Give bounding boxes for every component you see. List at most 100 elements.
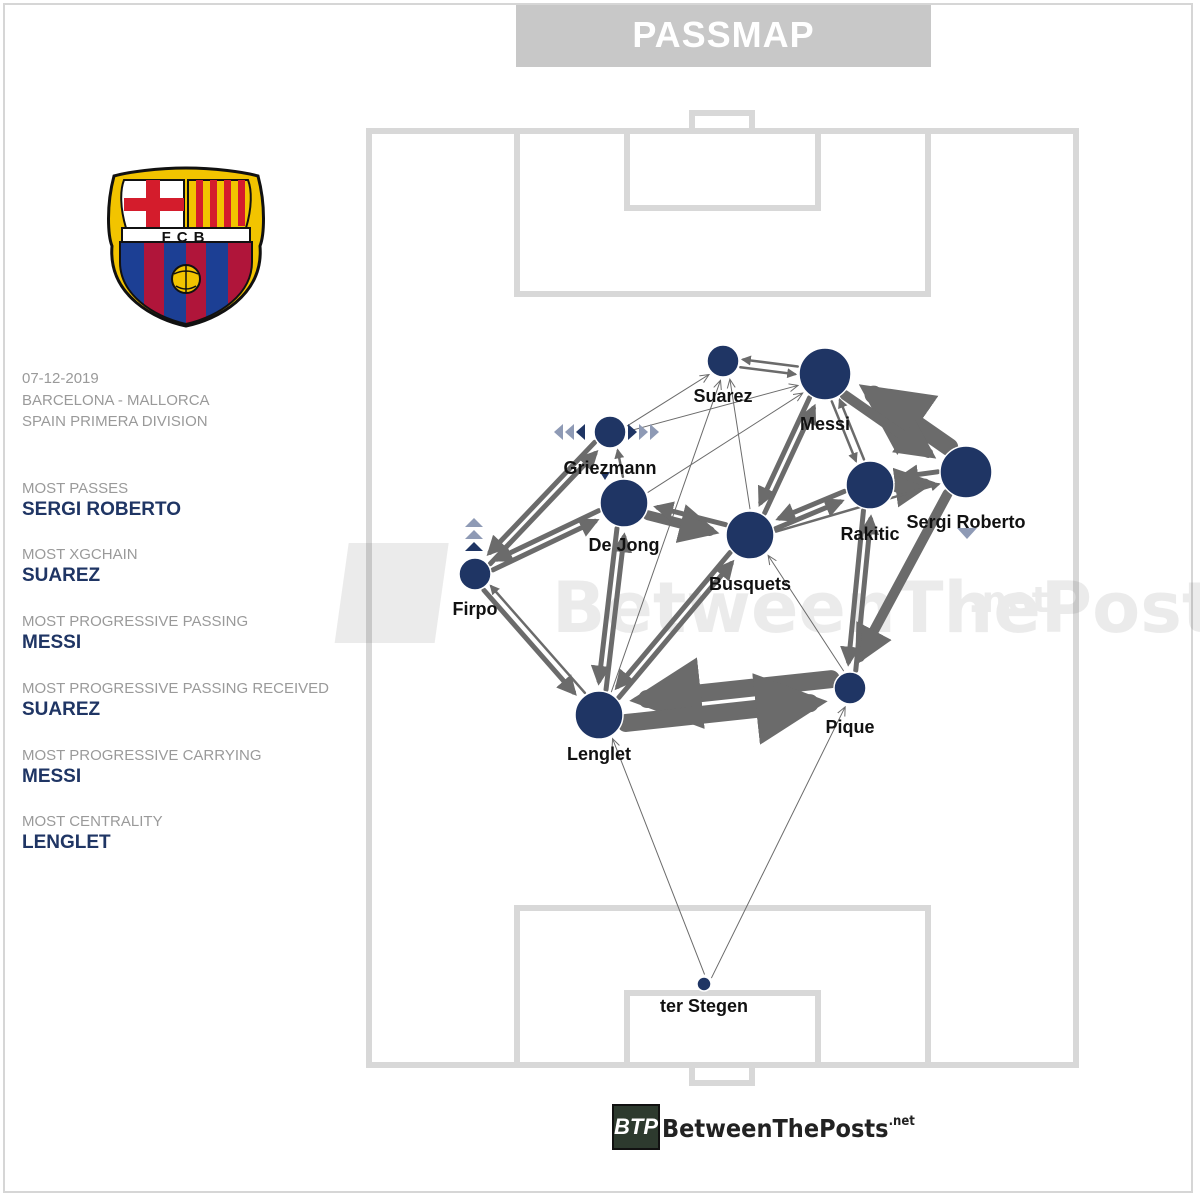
stat-label: MOST PROGRESSIVE CARRYING <box>22 747 262 764</box>
player-label-rakitic: Rakitic <box>840 524 899 544</box>
pass-edge-sergiroberto-to-rakitic <box>898 464 941 485</box>
pass-edge-messi-to-rakitic <box>830 400 858 463</box>
pass-edge-griezmann-to-firpo <box>486 439 598 557</box>
pass-edge-lenglet-to-dejong <box>603 532 633 693</box>
stat-value: MESSI <box>22 766 82 787</box>
pass-edge-griezmann-to-suarez <box>626 375 708 427</box>
player-label-dejong: De Jong <box>588 535 659 555</box>
pass-edge-busquets-to-suarez <box>730 380 751 510</box>
pass-edge-busquets-to-rakitic <box>773 498 845 532</box>
sergiroberto-down-triangle-icon <box>957 528 977 539</box>
pass-edge-busquets-to-sergiroberto <box>774 481 941 533</box>
pass-edge-dejong-to-griezmann <box>614 448 625 478</box>
stat-label: MOST CENTRALITY <box>22 813 163 830</box>
stat-label: MOST PASSES <box>22 480 129 497</box>
pass-edge-firpo-to-lenglet <box>481 587 577 696</box>
player-label-firpo: Firpo <box>453 599 498 619</box>
pass-edge-lenglet-to-pique <box>617 673 828 745</box>
pass-edge-rakitic-to-busquets <box>775 488 847 522</box>
pass-edge-griezmann-to-messi <box>627 386 797 432</box>
player-node-firpo <box>458 557 492 591</box>
pass-edge-lenglet-to-suarez <box>610 381 720 693</box>
match-fixture: BARCELONA - MALLORCA <box>22 391 210 409</box>
stat-label: MOST PROGRESSIVE PASSING <box>22 613 249 630</box>
stat-most-progressive-passing: MOST PROGRESSIVE PASSING MESSI <box>22 613 248 655</box>
stat-most-progressive-carrying: MOST PROGRESSIVE CARRYING MESSI <box>22 747 262 789</box>
stat-most-centrality: MOST CENTRALITY LENGLET <box>22 813 163 855</box>
player-node-pique <box>833 671 867 705</box>
match-date: 07-12-2019 <box>22 370 99 387</box>
player-label-pique: Pique <box>825 717 874 737</box>
player-node-lenglet <box>574 690 624 740</box>
pass-edge-lenglet-to-firpo <box>489 584 587 695</box>
pitch-lines <box>366 110 1079 1086</box>
pass-edge-terstegen-to-pique <box>711 708 845 979</box>
stat-most-xgchain: MOST XGCHAIN SUAREZ <box>22 546 138 588</box>
pass-edge-messi-to-suarez <box>740 355 799 368</box>
player-node-messi <box>798 347 852 401</box>
pass-edge-pique-to-busquets <box>769 556 845 672</box>
pass-edge-rakitic-to-pique <box>840 507 866 667</box>
top-six-yard-box <box>624 128 821 211</box>
right-triangle-icon <box>628 424 637 440</box>
right-triangle-icon <box>639 424 648 440</box>
player-node-sergiroberto <box>939 445 993 499</box>
pass-edge-busquets-to-dejong <box>653 501 729 528</box>
stat-value: SUAREZ <box>22 565 101 586</box>
stat-label: MOST XGCHAIN <box>22 546 138 563</box>
player-label-griezmann: Griezmann <box>563 458 656 478</box>
up-triangle-icon <box>465 542 483 551</box>
stat-value: LENGLET <box>22 832 111 853</box>
pass-edge-sergiroberto-to-pique <box>854 488 953 666</box>
left-triangle-icon <box>554 424 563 440</box>
pass-edge-rakitic-to-sergiroberto <box>891 467 936 508</box>
player-node-suarez <box>706 344 740 378</box>
player-label-lenglet: Lenglet <box>567 744 631 764</box>
footer-brand-suffix: .net <box>888 1114 915 1129</box>
pass-edges <box>481 355 959 979</box>
watermark-suffix: .net <box>968 580 1049 621</box>
player-node-terstegen <box>696 976 712 992</box>
watermark: BetweenThePosts .net <box>334 543 1200 649</box>
pass-edge-messi-to-busquets <box>758 395 813 508</box>
player-node-dejong <box>599 478 649 528</box>
player-label-messi: Messi <box>800 414 850 434</box>
outer-frame <box>3 3 1193 1193</box>
pass-edge-rakitic-to-messi <box>838 397 866 461</box>
player-label-suarez: Suarez <box>693 386 752 406</box>
pass-edge-pique-to-rakitic <box>853 514 880 673</box>
left-triangle-icon <box>576 424 585 440</box>
player-node-busquets <box>725 510 775 560</box>
pass-edge-dejong-to-lenglet <box>590 525 620 686</box>
bottom-goal <box>689 1062 755 1086</box>
top-goal <box>689 110 755 134</box>
fcb-crest-icon: FCB <box>107 166 265 328</box>
up-triangle-icon <box>465 530 483 539</box>
footer-logo-mark: BTP <box>612 1104 660 1150</box>
player-markers <box>465 424 977 551</box>
pass-edge-dejong-to-firpo <box>492 508 602 562</box>
pass-edge-lenglet-to-busquets <box>616 559 735 701</box>
left-triangle-icon <box>565 424 574 440</box>
footer-brand: BetweenThePosts.net <box>662 1114 915 1143</box>
stat-value: MESSI <box>22 632 82 653</box>
player-node-rakitic <box>845 460 895 510</box>
player-node-griezmann <box>593 415 627 449</box>
right-triangle-icon <box>650 424 659 440</box>
top-penalty-box <box>514 128 931 297</box>
stat-value: SUAREZ <box>22 699 101 720</box>
match-info: 07-12-2019 BARCELONA - MALLORCA SPAIN PR… <box>22 368 210 433</box>
player-label-sergiroberto: Sergi Roberto <box>906 512 1025 532</box>
bottom-penalty-box <box>514 905 931 1068</box>
pass-edge-messi-to-sergiroberto <box>839 389 937 459</box>
pass-edge-dejong-to-messi <box>647 394 802 493</box>
footer-brand-name: BetweenThePosts <box>662 1114 889 1143</box>
page-title: PASSMAP <box>516 5 931 67</box>
firpo-direction-markers <box>465 518 483 551</box>
griezmann-direction-markers <box>554 424 659 480</box>
stat-value: SERGI ROBERTO <box>22 499 182 520</box>
match-competition: SPAIN PRIMERA DIVISION <box>22 413 208 430</box>
pass-edge-suarez-to-messi <box>739 365 798 379</box>
